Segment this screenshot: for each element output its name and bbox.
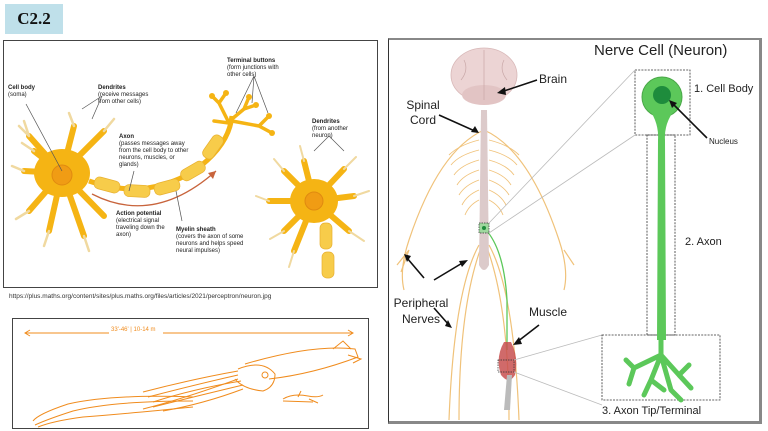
label-dendrites: Dendrites(receive messages from other ce…: [98, 85, 149, 105]
label-spinal-cord: Spinal Cord: [406, 98, 440, 127]
label-cell-body: 1. Cell Body: [694, 83, 754, 95]
label-axon: Axon(passes messages away from the cell …: [119, 134, 189, 168]
label-axon: 2. Axon: [685, 236, 722, 248]
source-caption: https://plus.maths.org/content/sites/plu…: [9, 293, 272, 300]
label-action-potential: Action potential(electrical signal trave…: [116, 211, 165, 238]
label-axon-tip: 3. Axon Tip/Terminal: [602, 405, 702, 417]
neuron-diagram-panel: Cell body(soma) Dendrites(receive messag…: [3, 40, 378, 288]
label-brain: Brain: [539, 72, 568, 86]
giant-squid-illustration: [24, 329, 363, 428]
squid-scale-label: 33'-46' | 10-14 m: [111, 327, 156, 333]
label-muscle: Muscle: [529, 305, 568, 319]
nerve-cell-title: Nerve Cell (Neuron): [594, 42, 728, 59]
label-dendrites-other: Dendrites(from another neuron): [312, 119, 349, 139]
label-nucleus: Nucleus: [709, 137, 738, 146]
section-tag: C2.2: [5, 4, 63, 34]
squid-panel: 33'-46' | 10-14 m: [12, 318, 369, 429]
label-cell-body: Cell body(soma): [8, 85, 36, 98]
nervous-system-illustration: [396, 47, 721, 421]
label-myelin-sheath: Myelin sheath(covers the axon of some ne…: [176, 227, 244, 254]
label-peripheral-nerves: Peripheral Nerves: [393, 296, 449, 326]
nervous-system-panel: Nerve Cell (Neuron) Brain Spinal Cord Pe…: [388, 38, 762, 424]
label-terminal-buttons: Terminal buttons(form junctions with oth…: [227, 58, 279, 78]
neuron-illustration: [10, 75, 370, 279]
